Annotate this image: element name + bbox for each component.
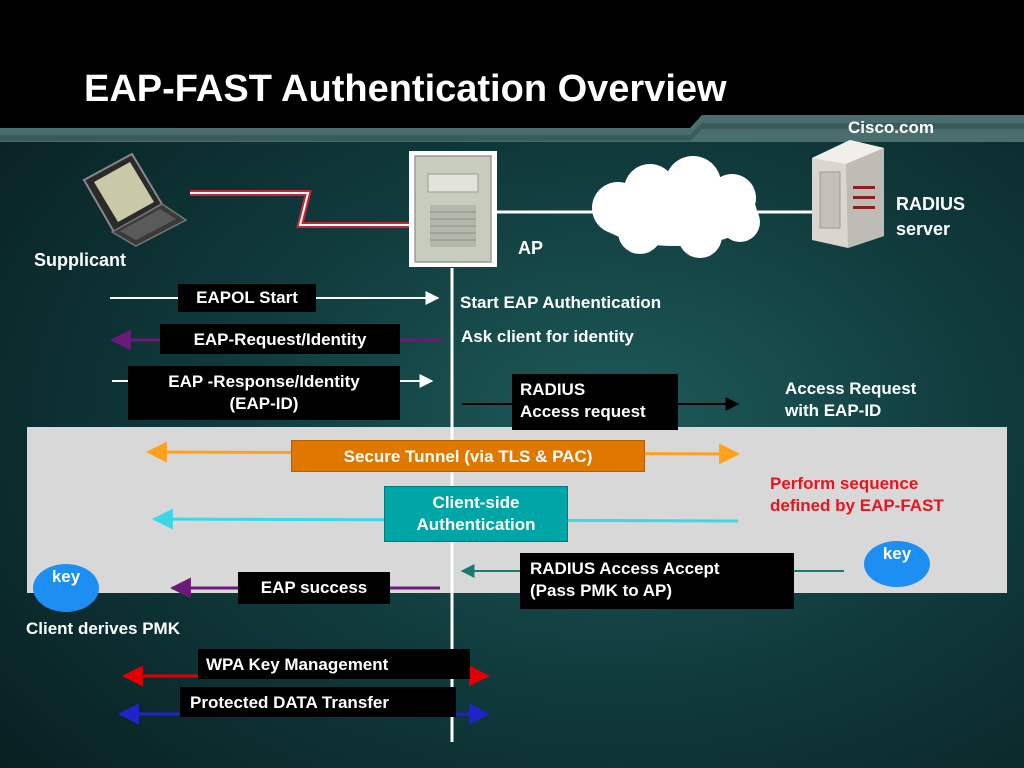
eap-response-identity-box: EAP -Response/Identity (EAP-ID) — [128, 366, 400, 420]
eap-request-identity-box: EAP-Request/Identity — [160, 324, 400, 354]
client-side-auth-line1: Client-side — [432, 493, 520, 512]
client-side-auth-line2: Authentication — [416, 515, 536, 534]
client-side-auth-box: Client-side Authentication — [384, 486, 568, 542]
radius-access-accept-line1: RADIUS Access Accept — [530, 559, 720, 578]
radius-access-request-box: RADIUS Access request — [512, 374, 678, 430]
brand-strip — [0, 115, 1024, 142]
ap-label: AP — [518, 238, 544, 258]
access-point-icon — [409, 151, 497, 267]
wpa-key-management-box: WPA Key Management — [198, 649, 470, 679]
eap-response-line2: (EAP-ID) — [229, 394, 299, 413]
laptop-icon — [82, 152, 188, 247]
ask-identity-note: Ask client for identity — [461, 327, 634, 346]
client-key-icon: key — [33, 564, 99, 612]
perform-sequence-note: Perform sequence defined by EAP-FAST — [770, 473, 944, 517]
radius-access-accept-line2: (Pass PMK to AP) — [530, 581, 673, 600]
access-request-note: Access Request with EAP-ID — [785, 378, 916, 422]
title-bar — [0, 0, 1024, 128]
protected-data-transfer-box: Protected DATA Transfer — [180, 687, 456, 717]
wireless-link — [190, 190, 410, 228]
radius-access-accept-box: RADIUS Access Accept (Pass PMK to AP) — [520, 553, 794, 609]
eapol-start-box: EAPOL Start — [178, 284, 316, 312]
network-cloud-icon — [592, 156, 760, 258]
radius-access-request-line1: RADIUS — [520, 380, 586, 399]
secure-tunnel-box: Secure Tunnel (via TLS & PAC) — [291, 440, 645, 472]
page-title: EAP-FAST Authentication Overview — [84, 68, 727, 110]
start-eap-auth-note: Start EAP Authentication — [460, 293, 662, 312]
radius-access-request-line2: Access request — [520, 402, 646, 421]
eap-success-box: EAP success — [238, 572, 390, 604]
radius-server-label: RADIUS server — [896, 192, 965, 242]
client-derives-pmk-note: Client derives PMK — [26, 619, 180, 638]
radius-server-label-line1: RADIUS — [896, 194, 966, 214]
radius-server-icon — [812, 140, 884, 248]
access-request-note-line1: Access Request — [785, 379, 917, 398]
radius-server-label-line2: server — [896, 219, 951, 239]
brand-logo: Cisco.com — [848, 118, 934, 137]
access-request-note-line2: with EAP-ID — [785, 401, 882, 420]
perform-sequence-line2: defined by EAP-FAST — [770, 496, 944, 515]
perform-sequence-line1: Perform sequence — [770, 474, 919, 493]
supplicant-label: Supplicant — [34, 250, 127, 270]
server-key-icon: key — [864, 541, 930, 587]
eap-response-line1: EAP -Response/Identity — [168, 372, 360, 391]
